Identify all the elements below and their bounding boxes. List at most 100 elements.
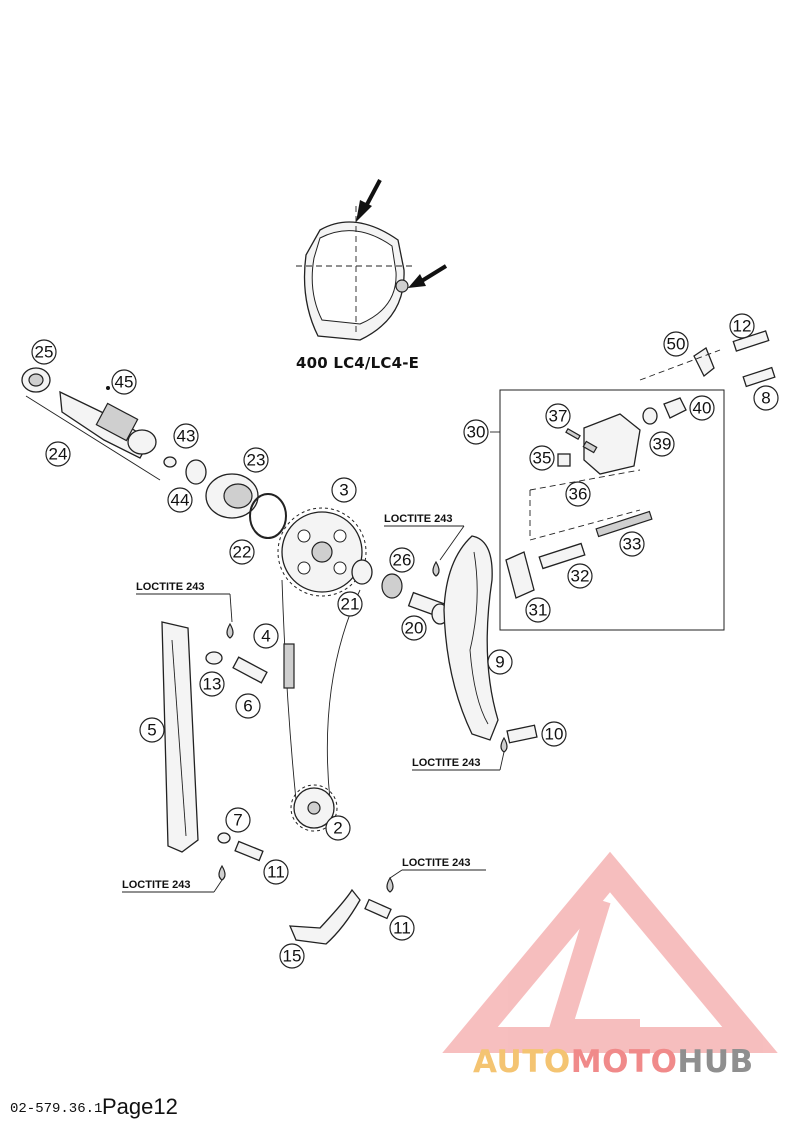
- svg-text:26: 26: [393, 551, 412, 570]
- svg-text:10: 10: [545, 725, 564, 744]
- watermark-part-moto: MOTO: [570, 1044, 678, 1080]
- svg-text:23: 23: [247, 451, 266, 470]
- svg-text:2: 2: [333, 819, 342, 838]
- svg-text:30: 30: [467, 423, 486, 442]
- svg-text:12: 12: [733, 317, 752, 336]
- svg-text:37: 37: [549, 407, 568, 426]
- svg-text:50: 50: [667, 335, 686, 354]
- washer: [351, 559, 373, 585]
- watermark-brand: AUTOMOTOHUB: [473, 1044, 754, 1080]
- loctite-drop-icon: [386, 876, 394, 893]
- callout-24: 24: [45, 441, 71, 467]
- inset-housing-detail: [296, 206, 412, 341]
- svg-text:32: 32: [571, 567, 590, 586]
- svg-text:44: 44: [171, 491, 190, 510]
- svg-text:4: 4: [261, 627, 270, 646]
- svg-text:45: 45: [115, 373, 134, 392]
- svg-text:33: 33: [623, 535, 642, 554]
- svg-text:24: 24: [49, 445, 68, 464]
- loctite-label: LOCTITE 243: [412, 757, 480, 769]
- svg-text:40: 40: [693, 399, 712, 418]
- callout-7: 7: [225, 807, 251, 833]
- loctite-label: LOCTITE 243: [122, 879, 190, 891]
- callout-10: 10: [541, 721, 567, 747]
- svg-text:6: 6: [243, 697, 252, 716]
- callout-30: 30: [463, 419, 489, 445]
- callout-2: 2: [325, 815, 351, 841]
- tensioner-assembly-box: [490, 330, 776, 631]
- document-number: 02-579.36.1: [10, 1101, 103, 1117]
- tensioner-rail: [443, 535, 499, 741]
- callout-15: 15: [279, 943, 305, 969]
- callout-3: 3: [331, 477, 357, 503]
- svg-text:11: 11: [393, 919, 411, 938]
- loctite-drop-icon: [432, 560, 440, 577]
- callout-11: 11: [389, 915, 415, 941]
- svg-text:5: 5: [147, 721, 156, 740]
- seal-ring: [381, 573, 403, 599]
- rail-bolt: [506, 724, 538, 744]
- svg-text:13: 13: [203, 675, 222, 694]
- svg-text:35: 35: [533, 449, 552, 468]
- svg-text:31: 31: [529, 601, 548, 620]
- callout-12: 12: [729, 313, 755, 339]
- svg-text:22: 22: [233, 543, 252, 562]
- guide-bolt: [232, 656, 268, 684]
- callout-20: 20: [401, 615, 427, 641]
- loctite-label: LOCTITE 243: [384, 513, 452, 525]
- bearing: [205, 473, 259, 519]
- cam-sprocket: [277, 507, 367, 597]
- crank-sprocket: [290, 784, 338, 832]
- chain-link: [283, 643, 295, 689]
- callout-13: 13: [199, 671, 225, 697]
- callout-5: 5: [139, 717, 165, 743]
- callout-22: 22: [229, 539, 255, 565]
- callout-37: 37: [545, 403, 571, 429]
- callout-40: 40: [689, 395, 715, 421]
- callout-21: 21: [337, 591, 363, 617]
- callout-23: 23: [243, 447, 269, 473]
- callout-39: 39: [649, 431, 675, 457]
- variant-label: 400 LC4/LC4-E: [296, 354, 420, 372]
- arrow-icon: [356, 179, 382, 222]
- callout-9: 9: [487, 649, 513, 675]
- loctite-drop-icon: [218, 864, 226, 881]
- callout-43: 43: [173, 423, 199, 449]
- o-ring: [205, 651, 223, 665]
- watermark-part-hub: HUB: [677, 1044, 754, 1080]
- loctite-label: LOCTITE 243: [136, 581, 204, 593]
- svg-text:15: 15: [283, 947, 302, 966]
- loctite-drop-icon: [500, 736, 508, 753]
- arrow-icon: [408, 264, 448, 288]
- callout-35: 35: [529, 445, 555, 471]
- svg-text:36: 36: [569, 485, 588, 504]
- circlip-ring: [185, 459, 207, 485]
- svg-text:7: 7: [233, 811, 242, 830]
- svg-text:43: 43: [177, 427, 196, 446]
- callout-36: 36: [565, 481, 591, 507]
- chain-guide-rail: [161, 621, 199, 853]
- watermark-part-auto: AUTO: [473, 1044, 571, 1080]
- svg-text:3: 3: [339, 481, 348, 500]
- camshaft-assembly: [21, 367, 161, 481]
- callout-11: 11: [263, 859, 289, 885]
- svg-text:39: 39: [653, 435, 672, 454]
- small-ring: [163, 456, 177, 468]
- svg-text:25: 25: [35, 343, 54, 362]
- callout-31: 31: [525, 597, 551, 623]
- watermark-logo-icon: [442, 851, 778, 1053]
- bolt: [234, 840, 264, 862]
- bolt: [364, 898, 392, 920]
- svg-text:8: 8: [761, 389, 770, 408]
- callout-44: 44: [167, 487, 193, 513]
- callout-32: 32: [567, 563, 593, 589]
- callout-26: 26: [389, 547, 415, 573]
- loctite-label: LOCTITE 243: [402, 857, 470, 869]
- page-label: Page12: [102, 1094, 178, 1119]
- guide-bracket: [288, 888, 361, 945]
- callout-25: 25: [31, 339, 57, 365]
- svg-text:9: 9: [495, 653, 504, 672]
- washer-small: [217, 832, 231, 844]
- callout-4: 4: [253, 623, 279, 649]
